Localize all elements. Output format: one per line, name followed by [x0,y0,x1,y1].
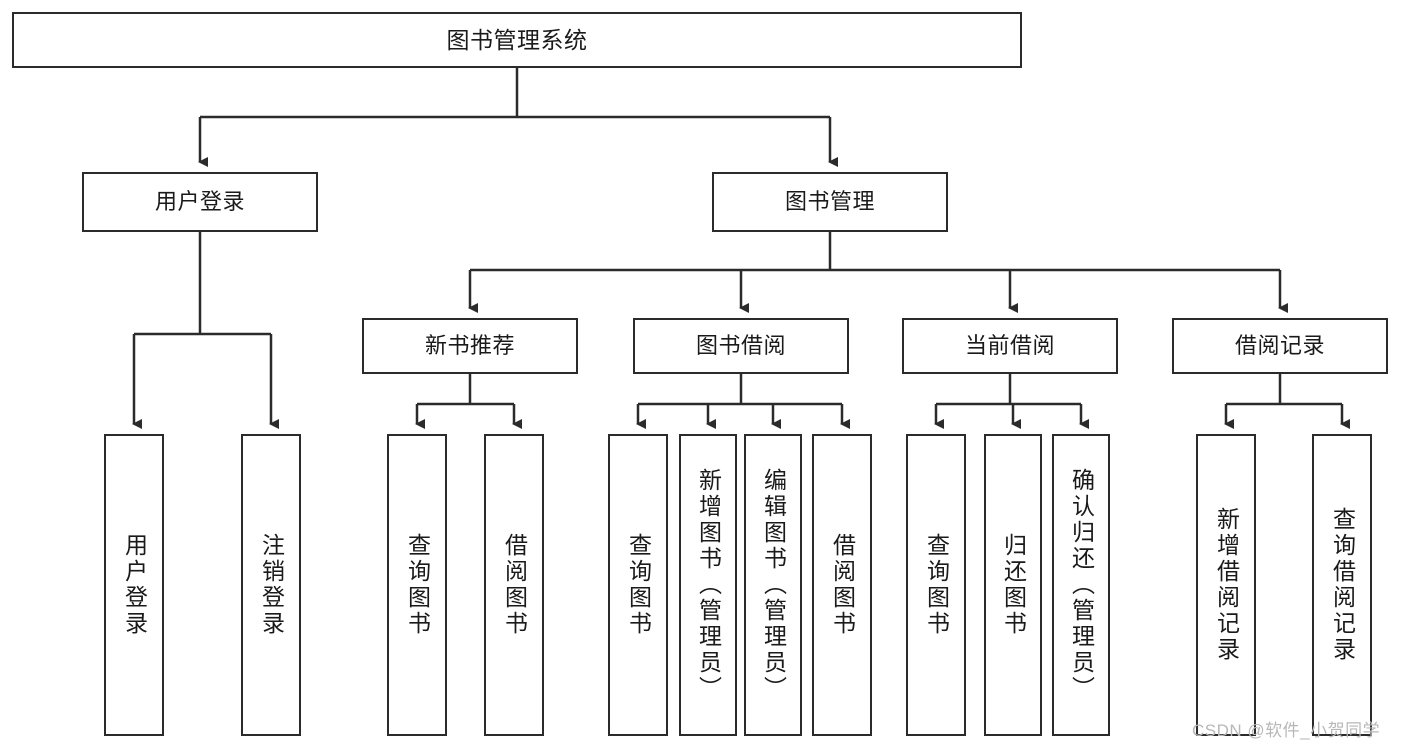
node-leaf-bor-4[interactable]: 借阅图书 [812,434,872,736]
node-label: 查询图书 [404,533,431,637]
node-label: 查询图书 [923,533,950,637]
edge-group [132,68,1350,429]
node-newbook[interactable]: 新书推荐 [362,318,578,374]
node-leaf-cur-1[interactable]: 查询图书 [906,434,966,736]
node-leaf-cur-2[interactable]: 归还图书 [984,434,1042,736]
node-label: 当前借阅 [964,333,1055,359]
node-borrow[interactable]: 图书借阅 [633,318,849,374]
node-leaf-rec-2[interactable]: 查询借阅记录 [1312,434,1372,736]
node-label: 归还图书 [1000,533,1027,637]
node-label: 新书推荐 [424,333,515,359]
node-label: 注销登录 [258,533,285,637]
node-leaf-new-2[interactable]: 借阅图书 [484,434,544,736]
node-label: 图书管理 [784,189,875,215]
node-label: 新增借阅记录 [1213,507,1240,663]
node-root[interactable]: 图书管理系统 [12,12,1022,68]
node-label: 新增图书（管理员） [695,468,722,702]
node-label: 图书管理系统 [446,26,588,53]
node-bookmgmt[interactable]: 图书管理 [712,172,948,232]
node-label: 用户登录 [154,189,245,215]
node-records[interactable]: 借阅记录 [1172,318,1388,374]
node-leaf-rec-1[interactable]: 新增借阅记录 [1196,434,1256,736]
node-leaf-bor-2[interactable]: 新增图书（管理员） [679,434,737,736]
node-leaf-bor-1[interactable]: 查询图书 [608,434,668,736]
node-label: 查询借阅记录 [1329,507,1356,663]
node-label: 编辑图书（管理员） [760,468,787,702]
node-label: 用户登录 [121,533,148,637]
node-label: 借阅图书 [829,533,856,637]
node-leaf-login-1[interactable]: 用户登录 [104,434,164,736]
node-label: 借阅记录 [1234,333,1325,359]
node-current[interactable]: 当前借阅 [902,318,1118,374]
node-label: 查询图书 [625,533,652,637]
node-label: 确认归还（管理员） [1068,468,1095,702]
node-leaf-new-1[interactable]: 查询图书 [387,434,447,736]
node-login[interactable]: 用户登录 [82,172,318,232]
node-label: 图书借阅 [695,333,786,359]
node-leaf-bor-3[interactable]: 编辑图书（管理员） [744,434,802,736]
node-label: 借阅图书 [501,533,528,637]
node-leaf-cur-3[interactable]: 确认归还（管理员） [1052,434,1110,736]
node-leaf-login-2[interactable]: 注销登录 [241,434,301,736]
